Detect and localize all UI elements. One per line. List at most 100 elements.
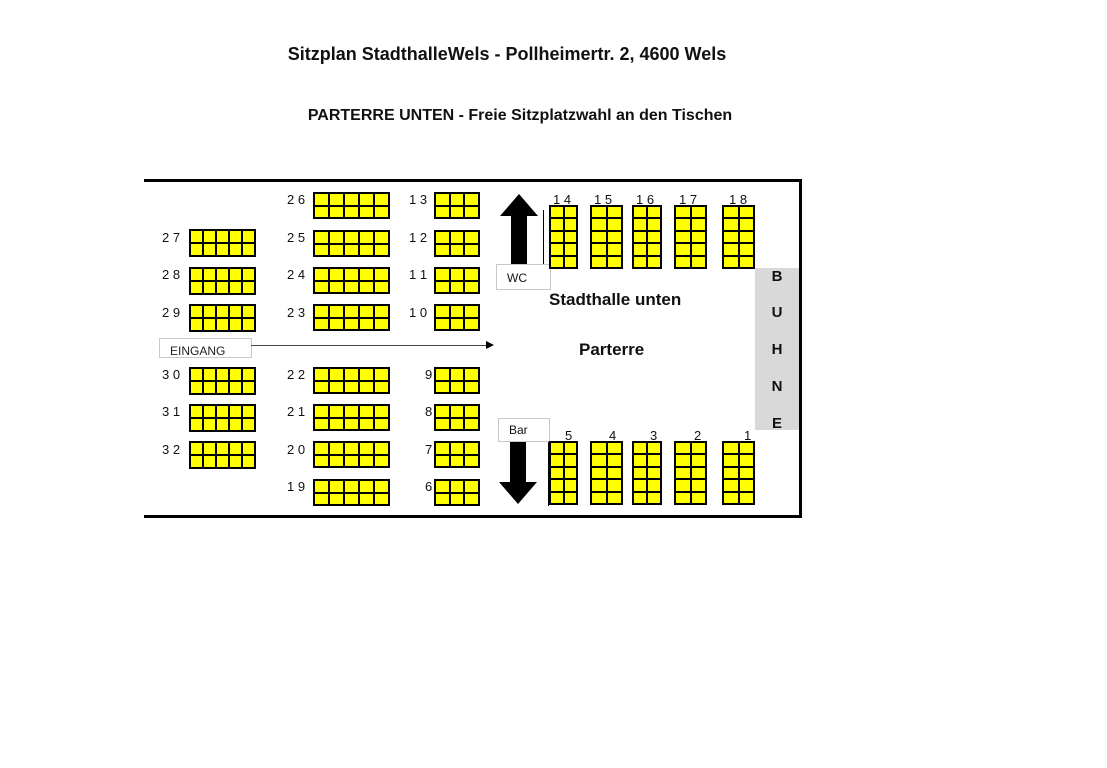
seat[interactable] (360, 306, 373, 317)
table-6[interactable] (434, 479, 480, 506)
seat[interactable] (465, 381, 478, 392)
seat[interactable] (739, 244, 753, 255)
seat[interactable] (450, 206, 464, 217)
seat[interactable] (375, 369, 388, 380)
table-21[interactable] (313, 404, 390, 431)
seat[interactable] (450, 369, 464, 380)
seat[interactable] (345, 269, 358, 280)
seat[interactable] (204, 456, 215, 467)
table-3[interactable] (632, 441, 662, 505)
seat[interactable] (315, 381, 328, 392)
seat[interactable] (607, 244, 621, 255)
seat[interactable] (551, 256, 563, 267)
seat[interactable] (607, 207, 621, 218)
seat[interactable] (345, 406, 358, 417)
seat[interactable] (676, 219, 690, 230)
table-2[interactable] (674, 441, 707, 505)
seat[interactable] (607, 443, 621, 454)
table-26[interactable] (313, 192, 390, 219)
seat[interactable] (191, 456, 202, 467)
seat[interactable] (724, 231, 738, 243)
seat[interactable] (648, 244, 660, 255)
seat[interactable] (465, 318, 478, 329)
table-4[interactable] (590, 441, 623, 505)
seat[interactable] (691, 256, 705, 267)
seat[interactable] (551, 443, 563, 454)
seat[interactable] (551, 219, 563, 230)
seat[interactable] (230, 231, 241, 242)
seat[interactable] (360, 369, 373, 380)
seat[interactable] (315, 443, 328, 454)
table-10[interactable] (434, 304, 480, 331)
seat[interactable] (739, 480, 753, 491)
seat[interactable] (330, 318, 343, 329)
seat[interactable] (217, 456, 228, 467)
seat[interactable] (634, 219, 646, 230)
seat[interactable] (204, 443, 215, 454)
seat[interactable] (634, 231, 646, 243)
seat[interactable] (360, 318, 373, 329)
seat[interactable] (436, 306, 449, 317)
seat[interactable] (465, 481, 478, 492)
seat[interactable] (724, 492, 738, 503)
seat[interactable] (739, 467, 753, 479)
seat[interactable] (375, 381, 388, 392)
seat[interactable] (739, 231, 753, 243)
seat[interactable] (243, 443, 254, 454)
seat[interactable] (191, 369, 202, 380)
seat[interactable] (191, 319, 202, 330)
seat[interactable] (739, 443, 753, 454)
seat[interactable] (676, 455, 690, 466)
seat[interactable] (676, 467, 690, 479)
table-29[interactable] (189, 304, 256, 332)
seat[interactable] (648, 467, 660, 479)
seat[interactable] (360, 493, 373, 504)
seat[interactable] (724, 467, 738, 479)
seat[interactable] (230, 382, 241, 393)
seat[interactable] (648, 207, 660, 218)
seat[interactable] (230, 406, 241, 417)
seat[interactable] (191, 419, 202, 430)
seat[interactable] (465, 455, 478, 466)
seat[interactable] (691, 492, 705, 503)
seat[interactable] (375, 418, 388, 429)
seat[interactable] (191, 282, 202, 293)
seat[interactable] (564, 492, 576, 503)
seat[interactable] (191, 406, 202, 417)
table-28[interactable] (189, 267, 256, 295)
seat[interactable] (330, 281, 343, 292)
seat[interactable] (634, 207, 646, 218)
seat[interactable] (375, 318, 388, 329)
seat[interactable] (739, 455, 753, 466)
seat[interactable] (230, 369, 241, 380)
seat[interactable] (230, 456, 241, 467)
seat[interactable] (450, 244, 464, 255)
seat[interactable] (360, 455, 373, 466)
seat[interactable] (592, 492, 606, 503)
seat[interactable] (592, 231, 606, 243)
seat[interactable] (204, 406, 215, 417)
seat[interactable] (592, 467, 606, 479)
seat[interactable] (330, 369, 343, 380)
seat[interactable] (607, 480, 621, 491)
table-32[interactable] (189, 441, 256, 469)
seat[interactable] (691, 455, 705, 466)
seat[interactable] (191, 382, 202, 393)
table-17[interactable] (674, 205, 707, 269)
seat[interactable] (243, 319, 254, 330)
seat[interactable] (450, 493, 464, 504)
seat[interactable] (691, 231, 705, 243)
seat[interactable] (607, 455, 621, 466)
table-23[interactable] (313, 304, 390, 331)
seat[interactable] (345, 206, 358, 217)
seat[interactable] (217, 406, 228, 417)
seat[interactable] (739, 207, 753, 218)
table-24[interactable] (313, 267, 390, 294)
seat[interactable] (564, 219, 576, 230)
seat[interactable] (345, 418, 358, 429)
table-31[interactable] (189, 404, 256, 432)
seat[interactable] (465, 406, 478, 417)
seat[interactable] (360, 269, 373, 280)
seat[interactable] (345, 481, 358, 492)
seat[interactable] (217, 306, 228, 317)
